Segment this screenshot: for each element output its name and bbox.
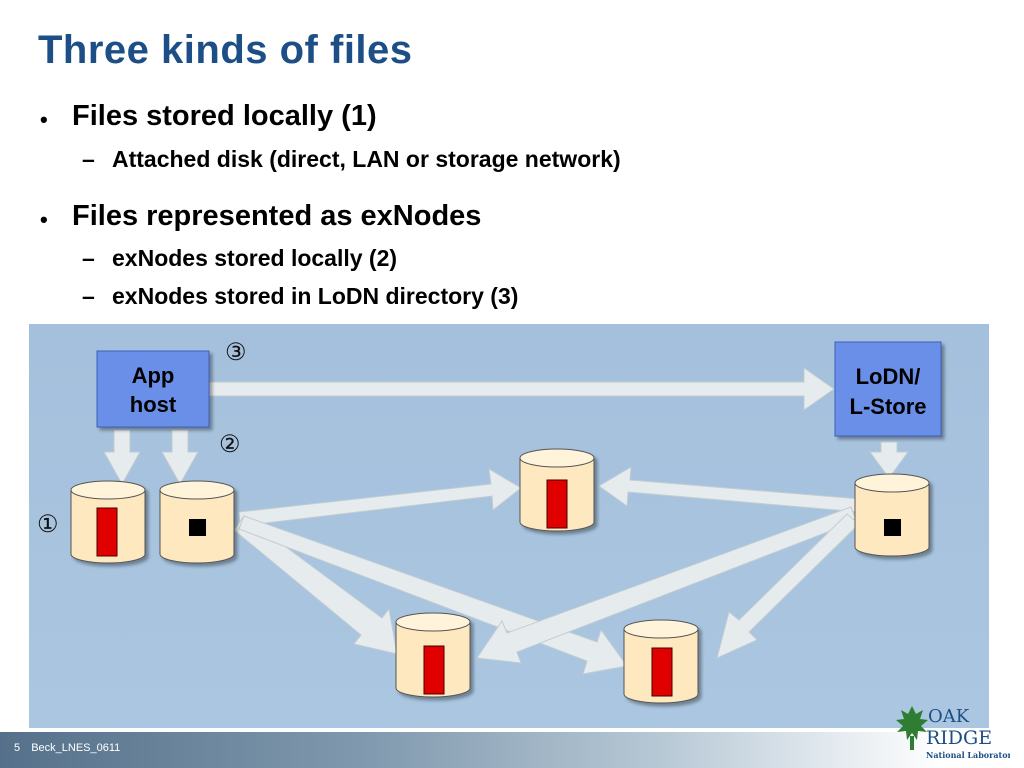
lodn-label-line2: L-Store [850, 394, 927, 419]
sub-bullet-text: Attached disk (direct, LAN or storage ne… [112, 146, 621, 172]
bullet-marker: • [40, 107, 48, 132]
sub-bullet-marker: – [82, 146, 95, 172]
file-icon [96, 507, 118, 557]
ornl-logo: OAK RIDGE National Laboratory [896, 706, 1010, 760]
arrow-lodn-to-exnode [869, 441, 909, 479]
arrow-app-to-local-file [103, 429, 141, 486]
file-icon [546, 479, 568, 529]
app-host-box: App host [96, 350, 210, 428]
lodn-exnode-disk [854, 473, 930, 557]
sub-bullet-marker: – [82, 283, 95, 309]
marker-two: ② [219, 430, 241, 458]
marker-three: ③ [225, 338, 247, 366]
marker-one: ① [37, 510, 59, 538]
bullet-text: Files represented as exNodes [72, 200, 482, 232]
local-exnode-disk [159, 480, 235, 564]
bullet-marker: • [40, 207, 48, 232]
lodn-label-line1: LoDN/ [856, 364, 921, 389]
arrow-lodn-exnode-to-bottom-right-disk [716, 513, 860, 659]
arrow-local-exnode-to-bottom-left-disk [233, 515, 398, 655]
slide-title: Three kinds of files [38, 28, 413, 72]
app-host-label-line1: App [132, 363, 175, 388]
arrow-lodn-exnode-to-top-disk [598, 466, 862, 513]
oak-leaf-icon [896, 706, 928, 750]
exnode-icon [884, 519, 901, 536]
logo-line3: National Laboratory [926, 750, 1010, 760]
storage-disk-top [519, 448, 595, 532]
logo-line1: OAK [928, 706, 970, 727]
arrow-local-exnode-to-top-disk [238, 468, 522, 527]
arrow-app-to-lodn [208, 367, 835, 411]
storage-disk-bottom-left [395, 612, 471, 698]
file-icon [651, 647, 673, 697]
lodn-box: LoDN/ L-Store [834, 341, 942, 437]
sub-bullet-text: exNodes stored in LoDN directory (3) [112, 283, 519, 309]
bullet-text: Files stored locally (1) [72, 100, 377, 132]
app-host-label-line2: host [130, 392, 177, 417]
local-file-disk [70, 480, 146, 564]
arrow-app-to-local-exnode [161, 429, 199, 486]
storage-disk-bottom-right [623, 619, 699, 704]
sub-bullet-text: exNodes stored locally (2) [112, 245, 398, 271]
page-number: 5 [14, 742, 21, 754]
footer-bar: 5 Beck_LNES_0611 [0, 732, 1024, 768]
deck-name: Beck_LNES_0611 [31, 742, 121, 754]
logo-line2: RIDGE [926, 727, 992, 749]
storage-diagram: App host LoDN/ L-Store ③ ② ① [29, 324, 989, 728]
exnode-icon [189, 519, 206, 536]
file-icon [423, 645, 445, 695]
sub-bullet-marker: – [82, 245, 95, 271]
arrow-lodn-exnode-to-bottom-left-disk [476, 506, 857, 664]
footer-text: 5 Beck_LNES_0611 [14, 742, 120, 754]
